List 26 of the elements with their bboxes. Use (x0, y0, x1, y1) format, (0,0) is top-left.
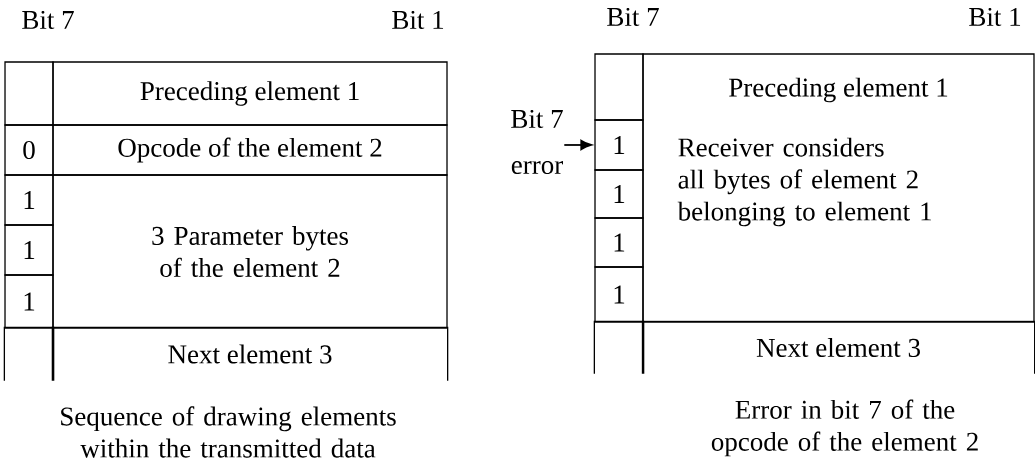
table-cell: 1 (594, 217, 644, 268)
bit-label: Bit 1 (969, 7, 1021, 27)
bit-label: Bit 7 (607, 7, 659, 27)
caption: Sequence of drawing elements within the transmitted data (61, 406, 396, 458)
table-cell: 1 (594, 119, 644, 171)
bit-label: Bit 7 (22, 10, 74, 30)
table-cell: 1 (594, 266, 644, 323)
table-cell: Opcode of the element 2 (52, 124, 448, 176)
caption: Error in bit 7 of the opcode of the element 2 (711, 399, 978, 457)
table-cell: 3 Parameter bytes of the element 2 (52, 174, 448, 329)
table-cell: 1 (4, 174, 54, 226)
empty-cell (593, 320, 645, 375)
table-cell: Next element 3 (641, 320, 1035, 375)
table-cell: 1 (4, 224, 54, 276)
error-label: Bit 7 error (511, 109, 563, 175)
arrow (563, 139, 592, 151)
bit-label: Bit 1 (392, 10, 444, 30)
table-cell: 1 (4, 274, 54, 329)
empty-cell (4, 61, 54, 126)
empty-cell (594, 53, 644, 121)
table-cell: Next element 3 (51, 326, 449, 382)
table-cell: Preceding element 1 (52, 61, 448, 126)
table-cell: 1 (594, 169, 644, 219)
table-cell: Preceding element 1 Receiver considers all bytes of element 2 belonging to element 1 (642, 53, 1035, 323)
table-cell: 0 (4, 124, 54, 176)
empty-cell (3, 326, 55, 382)
